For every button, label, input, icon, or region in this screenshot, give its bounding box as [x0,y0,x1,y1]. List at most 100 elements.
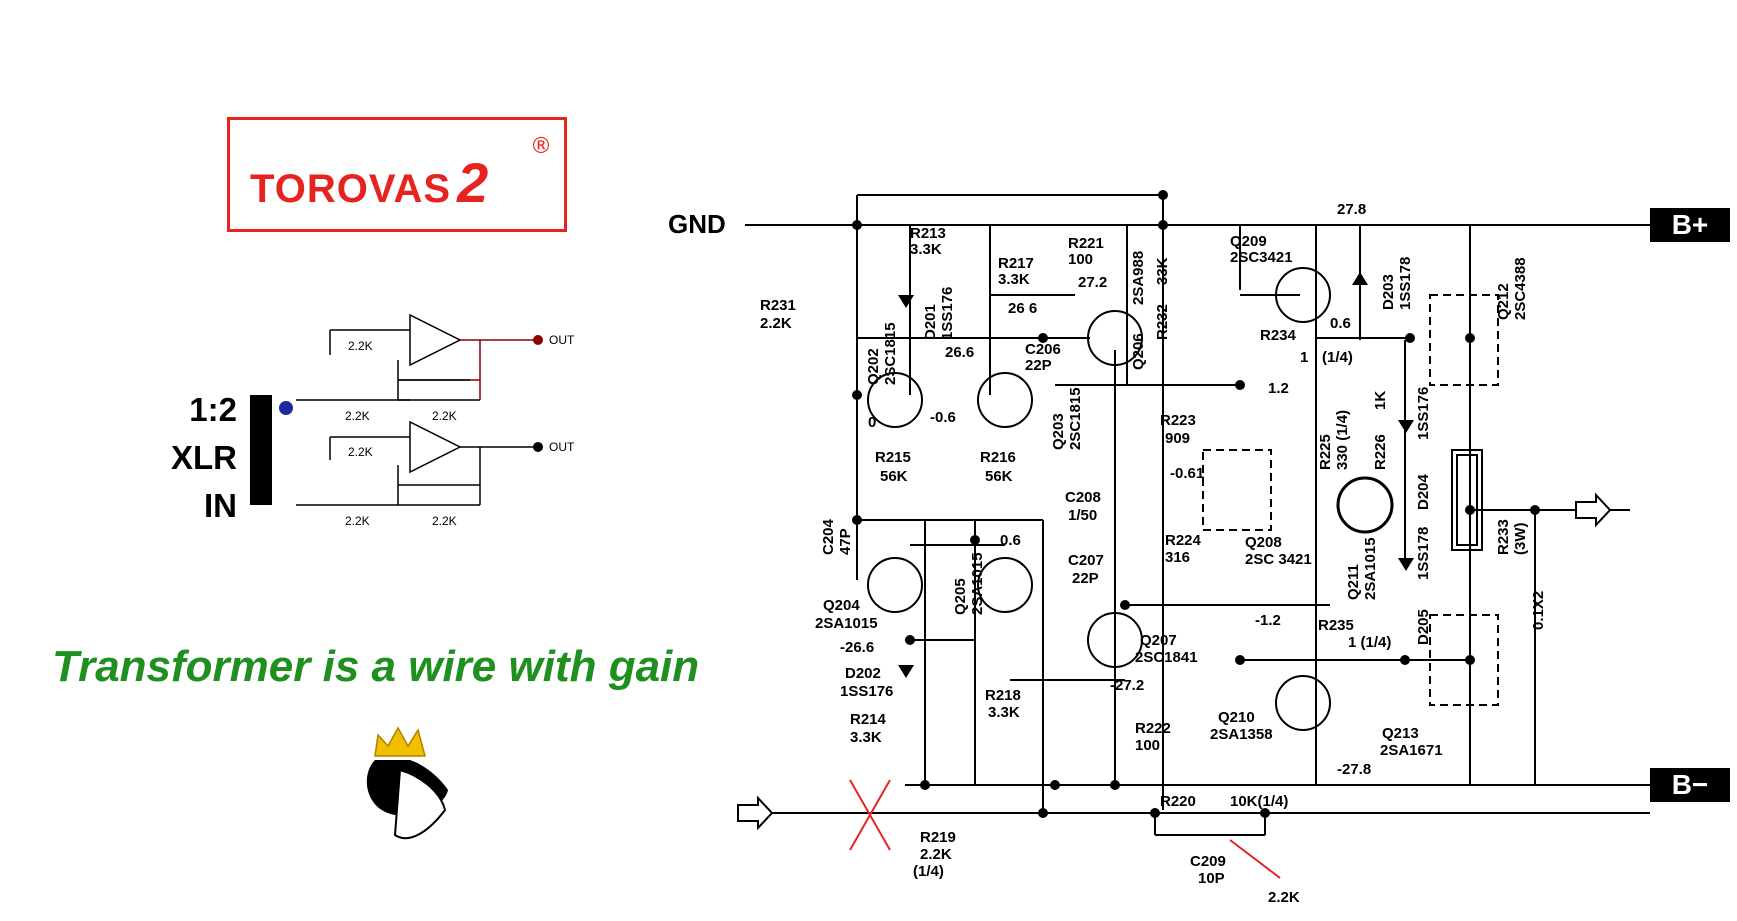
label-r234: R234 [1260,327,1297,344]
bplus-rail-tag: B+ [1650,208,1730,242]
crown-logo [366,726,448,840]
label-v06: 0.6 [1000,532,1021,549]
bminus-rail-tag: B− [1650,768,1730,802]
label-d202-value: 1SS176 [840,683,893,700]
label-q213-value: 2SA1671 [1380,742,1443,759]
label-r222: R222 [1135,720,1171,737]
label-c207-value: 22P [1072,570,1099,587]
label-r217: R217 [998,255,1034,272]
out-terminal-dot [533,335,543,345]
schematic-wiring [745,194,1650,836]
label-q207-value: 2SC1841 [1135,649,1198,666]
registered-mark: ® [530,134,552,159]
label-v0: 0 [868,414,876,431]
label-q203: Q203 [1050,413,1067,450]
label-d204: D204 [1415,473,1432,510]
label-q203-value: 2SC1815 [1067,387,1084,450]
label-q212-value: 2SC4388 [1512,257,1529,320]
label-r219-value: 2.2K [920,846,952,863]
label-vm272: -27.2 [1110,677,1144,694]
opamp-resistor-label: 2.2K [348,339,373,353]
label-r221: R221 [1068,235,1104,252]
label-q208-value: 2SC 3421 [1245,551,1312,568]
label-d204-value: 1SS176 [1415,387,1432,440]
label-vm061: -0.61 [1170,465,1204,482]
label-q210-value: 2SA1358 [1210,726,1273,743]
label-r224: R224 [1165,532,1202,549]
label-q206-value: 2SA988 [1130,251,1147,305]
label-q212: Q212 [1495,283,1512,320]
brand-name: TOROVAS [250,167,452,211]
label-q210: Q210 [1218,709,1255,726]
transformer-ratio: 1:2 [189,391,237,428]
label-r232: R232 [1154,304,1171,340]
label-d201: D201 [922,304,939,340]
opamp-block-labels: 2.2K 2.2K 2.2K 2.2K 2.2K 2.2K OUT OUT [345,333,575,528]
opamp-resistor-label: 2.2K [345,514,370,528]
label-r224-value: 316 [1165,549,1190,566]
polarity-dot [279,401,293,415]
label-q202: Q202 [865,348,882,385]
io-arrows [737,492,1612,831]
label-v01x2: 0.1X2 [1530,591,1547,630]
opamp-out-label: OUT [549,333,575,347]
tagline: Transformer is a wire with gain [52,642,700,691]
label-r232-value: 33K [1154,257,1171,285]
label-v1: 1 [1300,349,1308,366]
connector-type: XLR [171,439,237,476]
label-r226-value: 1K [1372,391,1389,410]
junction-dots [852,190,1540,818]
label-r219: R219 [920,829,956,846]
label-r217-value: 3.3K [998,271,1030,288]
opamp-resistor-label: 2.2K [432,514,457,528]
opamp-resistor-label: 2.2K [345,409,370,423]
label-r213: R213 [910,225,946,242]
brand-number: 2 [457,151,490,214]
label-r226: R226 [1372,434,1389,470]
label-r231-value: 2.2K [760,315,792,332]
label-c209-value: 10P [1198,870,1225,887]
label-v14: (1/4) [1322,349,1353,366]
transformer-core-icon [250,395,272,505]
label-q205: Q205 [952,578,969,615]
label-r223-value: 909 [1165,430,1190,447]
label-q211-value: 2SA1015 [1362,537,1379,600]
label-q213: Q213 [1382,725,1419,742]
label-d202: D202 [845,665,881,682]
label-v12: 1.2 [1268,380,1289,397]
label-c208-value: 1/50 [1068,507,1097,524]
opamp-resistor-label: 2.2K [432,409,457,423]
label-r219-note: (1/4) [913,863,944,880]
label-d205-value: 1SS178 [1415,527,1432,580]
label-q204-value: 2SA1015 [815,615,878,632]
schematic-labels: R231 2.2K R213 3.3K R217 3.3K R221 100 Q… [760,201,1443,906]
label-c208: C208 [1065,489,1101,506]
label-r218: R218 [985,687,1021,704]
out-terminal-dot [533,442,543,452]
label-q207: Q207 [1140,632,1177,649]
label-q206: Q206 [1130,333,1147,370]
gnd-rail-label: GND [668,209,726,239]
label-c206: C206 [1025,341,1061,358]
opamp-out-label: OUT [549,440,575,454]
label-q205-value: 2SA1015 [969,552,986,615]
label-v272: 27.2 [1078,274,1107,291]
label-c204: C204 [820,518,837,555]
label-c209: C209 [1190,853,1226,870]
label-r215: R215 [875,449,911,466]
label-vm266: -26.6 [840,639,874,656]
label-r233-value: (3W) [1512,523,1529,556]
label-r216-value: 56K [985,468,1013,485]
label-r225: R225 [1317,434,1334,470]
schematic-vertical-labels: D201 1SS176 Q202 2SC1815 Q206 2SA988 R23… [820,251,1547,645]
label-c207: C207 [1068,552,1104,569]
label-r235: R235 [1318,617,1354,634]
label-d205: D205 [1415,609,1432,645]
replacement-pointer [1229,839,1281,879]
label-r221-value: 100 [1068,251,1093,268]
input-direction: IN [204,487,237,524]
label-d203: D203 [1380,274,1397,310]
label-vplus: 27.8 [1337,201,1366,218]
